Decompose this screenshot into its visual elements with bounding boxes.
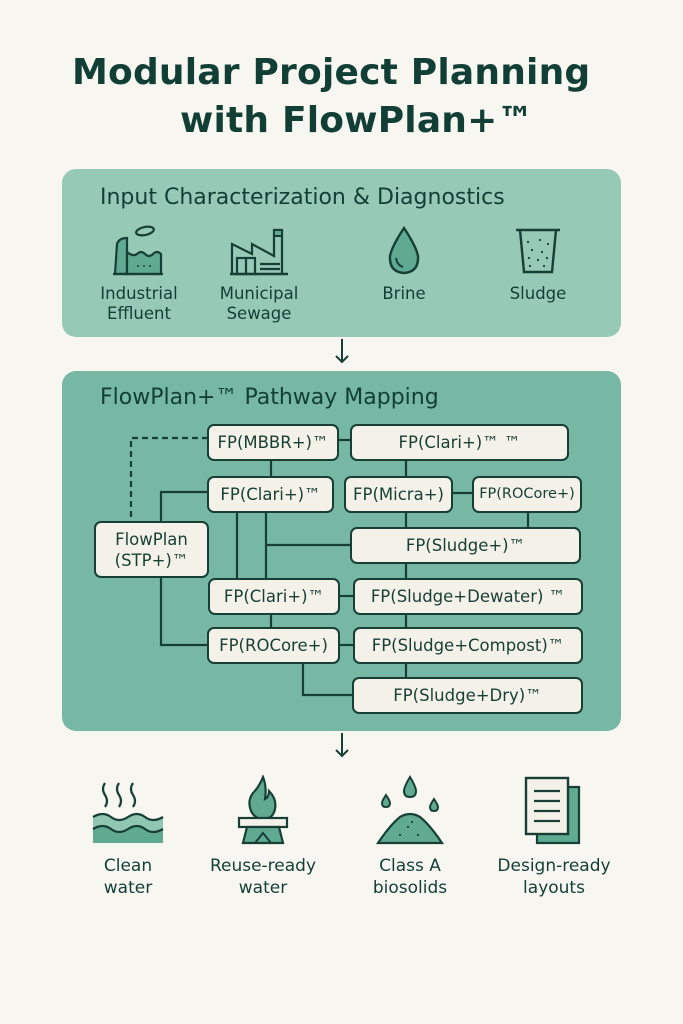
outcome-label: Design-ready layouts bbox=[497, 856, 611, 898]
node-fp-mbbr[interactable]: FP(MBBR+)™ bbox=[207, 424, 339, 461]
node-fp-sludge-compost[interactable]: FP(Sludge+Compost)™ bbox=[353, 627, 583, 664]
arrow-down-icon bbox=[335, 733, 349, 758]
input-municipal-sewage: Municipal Sewage bbox=[204, 224, 314, 324]
node-fp-clari-top[interactable]: FP(Clari+)™ ™ bbox=[350, 424, 569, 461]
input-brine: Brine bbox=[349, 224, 459, 304]
node-fp-rocore-top[interactable]: FP(ROCore+) bbox=[472, 476, 582, 513]
water-drop-icon bbox=[388, 225, 420, 275]
node-fp-rocore-low[interactable]: FP(ROCore+) bbox=[207, 627, 340, 664]
input-sludge: Sludge bbox=[483, 224, 593, 304]
input-characterization-panel: Input Characterization & Diagnostics Ind… bbox=[62, 169, 621, 337]
outcome-label: Reuse-ready water bbox=[209, 856, 317, 898]
biosolids-pile-icon bbox=[376, 775, 444, 845]
mapping-panel-title: FlowPlan+™ Pathway Mapping bbox=[100, 385, 439, 410]
clean-water-icon bbox=[92, 782, 164, 843]
node-fp-sludge[interactable]: FP(Sludge+)™ bbox=[350, 527, 581, 564]
municipal-plant-icon bbox=[230, 228, 288, 276]
arrow-down-icon bbox=[335, 339, 349, 364]
node-fp-clari-low[interactable]: FP(Clari+)™ bbox=[208, 578, 340, 615]
connector bbox=[159, 577, 208, 647]
connector bbox=[301, 663, 352, 697]
node-fp-sludge-dry[interactable]: FP(Sludge+Dry)™ bbox=[352, 677, 583, 714]
outcome-label: Clean water bbox=[103, 856, 153, 898]
node-fp-sludge-dewater[interactable]: FP(Sludge+Dewater) ™ bbox=[353, 578, 583, 615]
outcome-clean-water: Clean water bbox=[58, 775, 198, 899]
sludge-cup-icon bbox=[516, 228, 560, 274]
page-title-line-2: with FlowPlan+™ bbox=[180, 100, 534, 141]
page-title-line-1: Modular Project Planning bbox=[72, 52, 591, 93]
outcome-design-ready-layouts: Design-ready layouts bbox=[484, 775, 624, 899]
dashed-connector bbox=[129, 436, 208, 522]
input-industrial-effluent: Industrial Effluent bbox=[84, 224, 194, 324]
connector bbox=[159, 490, 208, 522]
node-flowplan-stp[interactable]: FlowPlan(STP+)™ bbox=[94, 521, 209, 578]
outcome-class-a-biosolids: Class A biosolids bbox=[340, 775, 480, 899]
node-fp-micra[interactable]: FP(Micra+) bbox=[344, 476, 453, 513]
input-panel-title: Input Characterization & Diagnostics bbox=[100, 185, 505, 210]
input-label: Sludge bbox=[509, 284, 567, 303]
input-label: Industrial Effluent bbox=[100, 284, 178, 323]
node-fp-clari-mid[interactable]: FP(Clari+)™ bbox=[207, 476, 334, 513]
factory-effluent-icon bbox=[113, 225, 163, 276]
input-label: Brine bbox=[382, 284, 426, 303]
input-label: Municipal Sewage bbox=[219, 284, 299, 323]
outcome-reuse-ready-water: Reuse-ready water bbox=[193, 775, 333, 899]
reuse-fire-icon bbox=[237, 775, 289, 845]
outcome-label: Class A biosolids bbox=[372, 856, 448, 898]
documents-icon bbox=[524, 776, 581, 845]
